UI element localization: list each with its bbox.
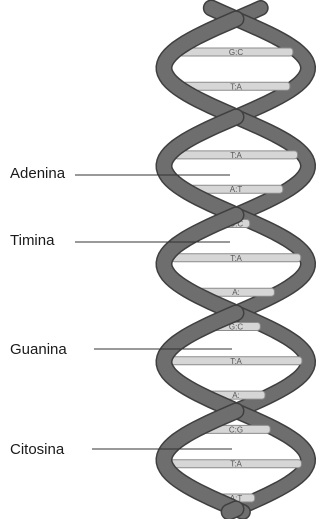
base-pair: T:A: [171, 460, 302, 469]
base-pair-label: A:: [232, 288, 240, 297]
base-pair-label: G:C: [229, 48, 243, 57]
base-pair: T:A: [171, 254, 300, 263]
base-pair: G:C: [179, 48, 293, 57]
base-pair-label: T:A: [230, 82, 242, 91]
label-guanina: Guanina: [10, 342, 67, 357]
base-pair: T:A: [174, 151, 297, 160]
base-pair-label: C:G: [229, 425, 243, 434]
front-strand-segment: [164, 19, 236, 115]
label-timina: Timina: [10, 233, 54, 248]
base-pair-label: T:A: [230, 151, 242, 160]
base-pair-label: A:T: [230, 185, 243, 194]
label-adenina: Adenina: [10, 166, 65, 181]
base-pair: T:A: [182, 82, 290, 91]
front-strand-segment: [164, 117, 236, 213]
base-pair-label: T:A: [230, 254, 242, 263]
label-citosina: Citosina: [10, 442, 64, 457]
base-pair-label: A:: [232, 391, 240, 400]
back-strand-segment: [236, 117, 308, 213]
back-strand-segment: [236, 19, 308, 115]
base-pair: T:A: [170, 357, 302, 366]
front-strand-segment: [229, 509, 236, 512]
base-pair-label: T:A: [230, 357, 242, 366]
base-pair-label: T:A: [230, 460, 242, 469]
